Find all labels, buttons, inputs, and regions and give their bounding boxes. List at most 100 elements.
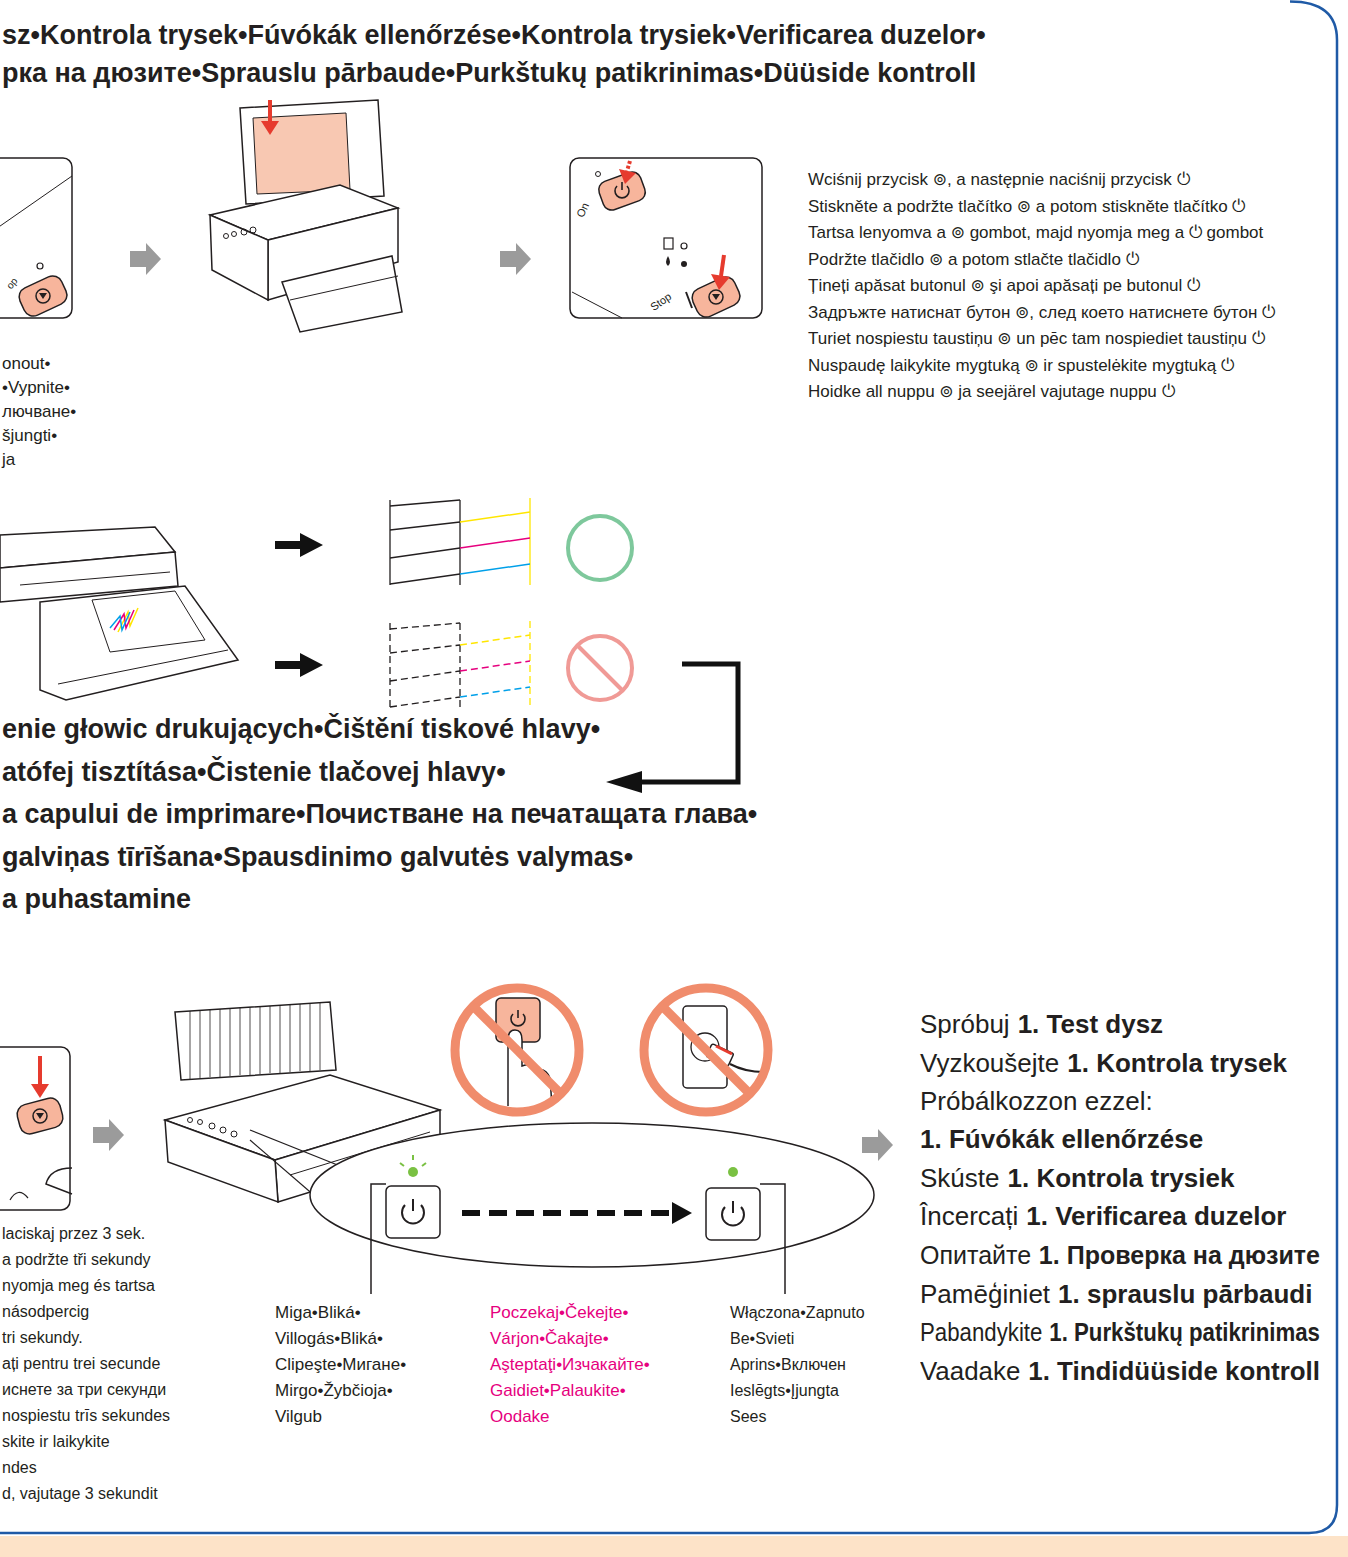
led-dot — [596, 172, 601, 177]
pattern-line — [529, 498, 530, 585]
hint-text: Skúste — [920, 1163, 1000, 1194]
led-dot — [681, 261, 687, 267]
status-label: Miga•Bliká• Villogás•Bliká• Clipeşte•Миг… — [275, 1300, 406, 1430]
pattern-line — [389, 623, 390, 708]
led-dot — [681, 243, 687, 249]
section-heading: sz•Kontrola trysek•Fúvókák ellenőrzése•K… — [2, 19, 986, 51]
paper-icon — [664, 238, 673, 249]
printer-button — [231, 1131, 237, 1137]
pattern-line — [460, 538, 530, 548]
hint-text: Vaadake — [920, 1356, 1020, 1387]
printer-figure — [0, 527, 238, 700]
step-text: ndes — [2, 1458, 37, 1477]
tray-edge — [290, 276, 398, 300]
step-text: nospiestu trīs sekundes — [2, 1406, 170, 1425]
pattern-line — [460, 512, 530, 522]
output-tray — [282, 256, 402, 332]
pattern-line — [460, 635, 530, 645]
hint-text: Încercați — [920, 1201, 1018, 1232]
goto-bracket — [636, 664, 738, 782]
insert-arrow — [268, 100, 272, 124]
section-heading: enie głowic drukujących•Čištění tiskové … — [2, 713, 600, 745]
printer-side — [210, 215, 268, 300]
hint-text: Spróbuj — [920, 1009, 1010, 1040]
step-reference: 1. Tindidüüside kontroll — [1028, 1356, 1320, 1387]
step-text: •Vypnite• — [2, 378, 70, 398]
ng-mark — [568, 636, 632, 700]
power-icon — [615, 182, 629, 198]
press-arrow — [38, 1056, 42, 1086]
status-label: Włączona•Zapnuto Be•Svieti Aprins•Включе… — [730, 1300, 865, 1430]
wait-arrow — [672, 1202, 692, 1224]
tray-edge — [58, 650, 228, 684]
ok-mark — [568, 516, 632, 580]
pattern-line — [390, 697, 460, 707]
wait-arrow — [462, 1210, 672, 1216]
paper-sheet — [253, 113, 350, 194]
insert-arrow — [261, 121, 279, 135]
stop-button — [689, 274, 743, 321]
instruction-text: Hoidke all nuppu ⊚ ja seejärel vajutage … — [808, 382, 1175, 402]
paper-support — [240, 100, 384, 204]
step-arrow — [93, 1119, 124, 1151]
label-leader — [760, 1184, 785, 1294]
step-text: laciskaj przez 3 sek. — [2, 1224, 145, 1243]
hint-text: Опитайте — [920, 1240, 1031, 1271]
panel-edge — [0, 176, 72, 240]
section-heading: a puhastamine — [2, 883, 191, 915]
printer-button — [209, 1123, 215, 1129]
step-text: ja — [2, 450, 15, 470]
stop-icon — [709, 290, 723, 304]
section-heading: galviņas tīrīšana•Spausdinimo galvutės v… — [2, 841, 633, 873]
pattern-line — [390, 671, 460, 681]
power-led — [408, 1167, 418, 1177]
printed-sheet — [92, 591, 205, 652]
pattern-line — [390, 500, 460, 506]
power-led — [728, 1167, 738, 1177]
section-heading: atófej tisztítása•Čistenie tlačovej hlav… — [2, 756, 506, 788]
printer-figure — [210, 100, 402, 332]
pull-arrow — [716, 1046, 732, 1054]
hint-text: Pabandykite — [920, 1317, 1042, 1348]
pattern-line — [390, 548, 460, 558]
step-text: иснете за три секунди — [2, 1380, 166, 1399]
step-text: onout• — [2, 354, 51, 374]
panel-mark — [686, 292, 692, 308]
control-panel — [0, 158, 72, 319]
instruction-text: Stiskněte a podržte tlačítko ⊚ a potom s… — [808, 197, 1245, 217]
printer-button — [232, 232, 237, 237]
hint-text: Vyzkoušejte — [920, 1048, 1059, 1079]
support-ribs — [190, 1003, 320, 1079]
press-arrow — [711, 274, 730, 290]
pattern-line — [390, 522, 460, 530]
page-frame — [0, 2, 1337, 1534]
pattern-line — [390, 574, 460, 584]
text-row: Опитайте 1. Проверка на дюзите — [920, 1240, 1320, 1271]
step-arrow — [500, 243, 531, 275]
stop-button — [15, 1096, 65, 1136]
printer-button — [241, 229, 247, 235]
instruction-text: Tartsa lenyomva a ⊚ gombot, majd nyomja … — [808, 223, 1263, 243]
stop-icon — [36, 289, 50, 303]
prohibition-ring — [644, 988, 768, 1112]
no-unplug-icon — [644, 988, 768, 1112]
step-reference: 1. Проверка на дюзите — [1039, 1240, 1320, 1271]
hint-text: Pamēģiniet — [920, 1279, 1050, 1310]
step-text: nyomja meg és tartsa — [2, 1276, 155, 1295]
printer-button — [198, 1120, 203, 1125]
step-arrow — [130, 243, 161, 275]
output-tray — [40, 586, 238, 700]
power-button — [596, 169, 648, 212]
step-text: šjungti• — [2, 426, 57, 446]
section-heading: рка на дюзите•Sprauslu pārbaude•Purkštuk… — [2, 57, 976, 89]
text-row: Pabandykite1. Purkštukų patikrinimas — [920, 1317, 1320, 1348]
footer-band — [0, 1536, 1348, 1557]
led-dot — [37, 263, 43, 269]
printer-button — [250, 227, 256, 233]
step-reference: 1. Purkštukų patikrinimas — [1049, 1317, 1320, 1348]
button-label: Stop — [648, 290, 674, 314]
text-row: 1. Fúvókák ellenőrzése — [920, 1124, 1203, 1155]
step-reference: 1. Verificarea duzelor — [1026, 1201, 1286, 1232]
